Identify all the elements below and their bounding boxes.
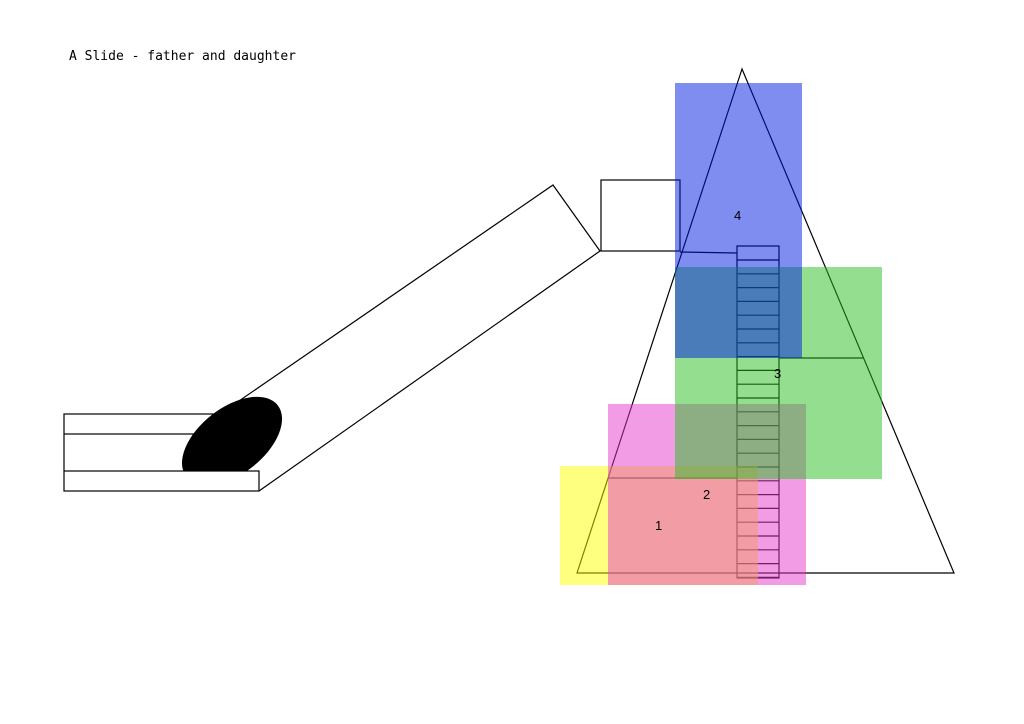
slide-rider-shape [181,396,283,471]
area-2-label: 2 [703,487,710,502]
slide-exit-base [63,470,260,492]
slide-chute [219,184,601,492]
highlight-areas [560,83,882,585]
area-3-label: 3 [774,366,781,381]
diagram-title: A Slide - father and daughter [69,49,296,64]
slide [63,179,738,492]
area-4-label: 4 [734,208,741,223]
slide-platform [600,179,681,252]
area-1-label: 1 [655,518,662,533]
area-4-rect [675,83,802,358]
